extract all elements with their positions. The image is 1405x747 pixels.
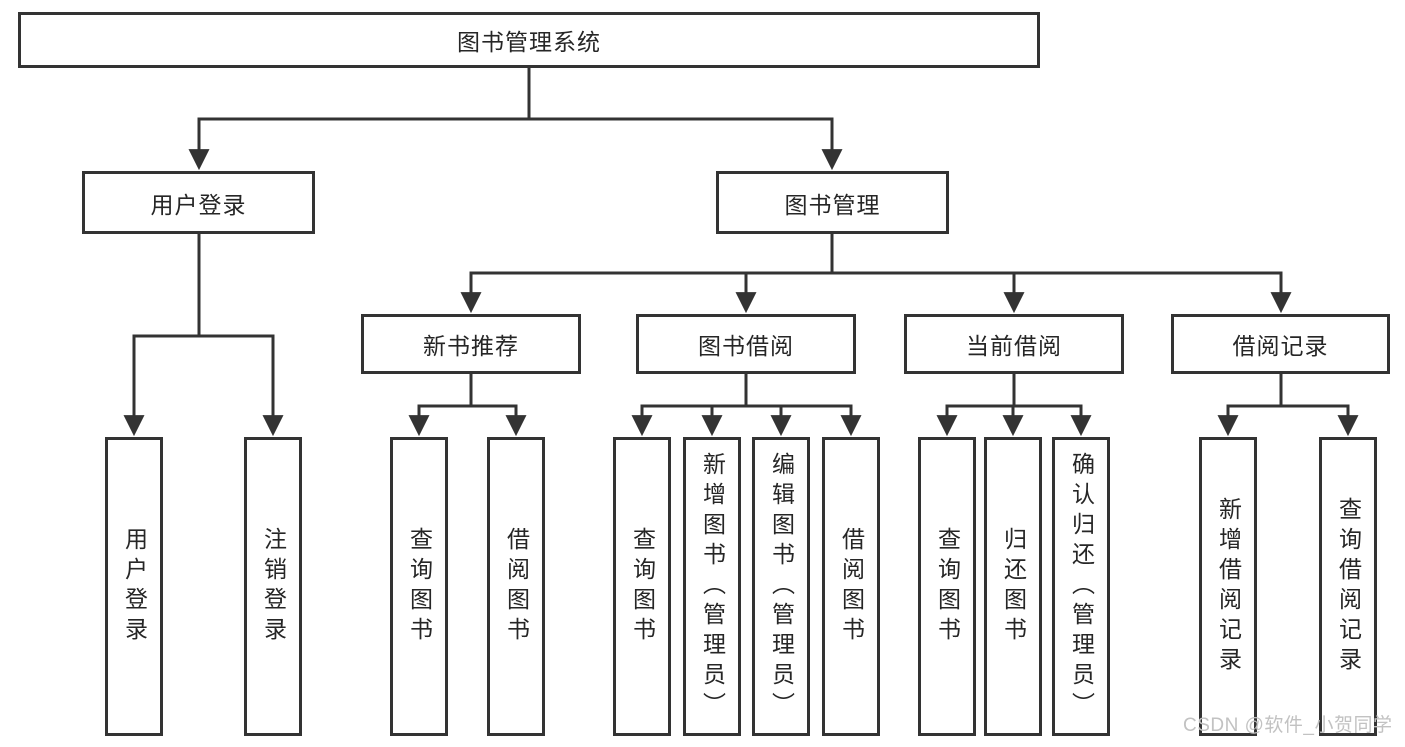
node-label: 用户登录: [121, 526, 148, 647]
node-current-borrow: 当前借阅: [904, 314, 1124, 374]
node-add-borrow-record: 新增借阅记录: [1199, 437, 1257, 736]
node-label: 新增借阅记录: [1215, 496, 1242, 677]
node-label: 当前借阅: [966, 333, 1062, 359]
node-query-borrow-record: 查询借阅记录: [1319, 437, 1377, 736]
node-label: 用户登录: [150, 191, 247, 218]
node-borrow-books-recommend: 借阅图书: [487, 437, 545, 736]
node-borrow-record: 借阅记录: [1171, 314, 1390, 374]
node-book-borrow: 图书借阅: [636, 314, 856, 374]
node-user-login-action: 用户登录: [105, 437, 163, 736]
node-return-books: 归还图书: [984, 437, 1042, 736]
node-label: 查询图书: [934, 526, 961, 647]
node-label: 查询借阅记录: [1335, 496, 1362, 677]
watermark-text: CSDN @软件_小贺同学: [1183, 715, 1393, 736]
node-label: 图书管理系统: [457, 29, 601, 55]
node-query-books-recommend: 查询图书: [390, 437, 448, 736]
node-label: 确认归还（管理员）: [1068, 451, 1095, 722]
node-label: 查询图书: [629, 526, 656, 647]
node-label: 图书管理: [784, 191, 881, 218]
node-user-login: 用户登录: [82, 171, 315, 234]
node-label: 借阅图书: [838, 526, 865, 647]
node-query-books-borrow: 查询图书: [613, 437, 671, 736]
node-label: 注销登录: [260, 526, 287, 647]
node-edit-books-admin: 编辑图书（管理员）: [752, 437, 810, 736]
node-label: 查询图书: [406, 526, 433, 647]
node-label: 编辑图书（管理员）: [768, 451, 795, 722]
node-label: 新增图书（管理员）: [699, 451, 726, 722]
node-query-books-current: 查询图书: [918, 437, 976, 736]
node-borrow-books: 借阅图书: [822, 437, 880, 736]
node-book-management: 图书管理: [716, 171, 949, 234]
node-logout-action: 注销登录: [244, 437, 302, 736]
node-label: 图书借阅: [698, 333, 794, 359]
node-label: 借阅记录: [1232, 333, 1329, 359]
node-confirm-return-admin: 确认归还（管理员）: [1052, 437, 1110, 736]
node-add-books-admin: 新增图书（管理员）: [683, 437, 741, 736]
node-library-management-system: 图书管理系统: [18, 12, 1040, 68]
node-new-book-recommend: 新书推荐: [361, 314, 581, 374]
node-label: 新书推荐: [423, 333, 519, 359]
node-label: 借阅图书: [503, 526, 530, 647]
node-label: 归还图书: [1000, 526, 1027, 647]
